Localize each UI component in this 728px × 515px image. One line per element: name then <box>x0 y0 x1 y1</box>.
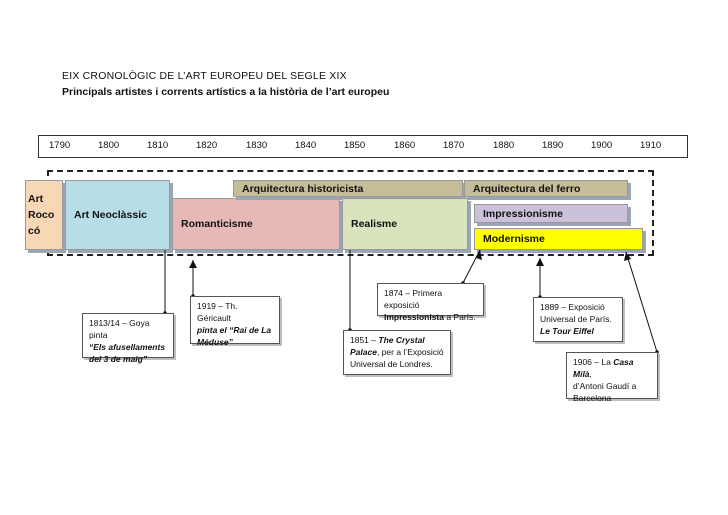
year-1790: 1790 <box>49 140 71 151</box>
diagram-subtitle: Principals artistes i corrents artístics… <box>62 86 390 98</box>
note-goya-line2: “Els afusellaments <box>89 342 166 352</box>
year-1890: 1890 <box>542 140 564 151</box>
note-mila-year: 1906 – La <box>573 357 614 367</box>
year-1820: 1820 <box>196 140 218 151</box>
note-mila-line3: Barcelona <box>573 393 612 403</box>
note-mila-comma: , <box>589 369 592 379</box>
note-goya-line3: del 3 de maig” <box>89 354 148 364</box>
note-crystal-title-2: Palace <box>350 347 377 357</box>
year-1910: 1910 <box>640 140 662 151</box>
note-gericault-line3: Méduse” <box>197 337 233 347</box>
period-neoclassic: Art Neoclàssic <box>65 180 170 250</box>
year-1880: 1880 <box>493 140 515 151</box>
period-rococo: Art Roco có <box>25 180 63 250</box>
note-gericault-line1: 1919 – Th. Géricault <box>197 301 238 323</box>
note-mila-title: Casa Milà <box>573 357 634 379</box>
note-goya: 1813/14 – Goya pinta “Els afusellaments … <box>82 313 174 364</box>
period-impressionism: Impressionisme <box>474 204 628 223</box>
year-1850: 1850 <box>344 140 366 151</box>
note-eiffel-line2: Universal de París. <box>540 314 612 324</box>
note-crystal-palace: 1851 – The Crystal Palace, per a l’Expos… <box>343 330 451 375</box>
impressionism-label: Impressionisme <box>483 207 563 220</box>
iron-architecture-label: Arquitectura del ferro <box>473 182 581 195</box>
realism-label: Realisme <box>351 218 398 230</box>
year-1800: 1800 <box>98 140 120 151</box>
note-impress-text: a París. <box>444 312 476 322</box>
note-impressionist-exhibition: 1874 – Primera exposició Impressionista … <box>377 283 484 322</box>
year-1860: 1860 <box>394 140 416 151</box>
year-1830: 1830 <box>246 140 268 151</box>
note-gericault-line2: pinta el “Rai de La <box>197 325 272 335</box>
note-goya-line1: 1813/14 – Goya pinta <box>89 318 150 340</box>
diagram-title: EIX CRONOLÒGIC DE L’ART EUROPEU DEL SEGL… <box>62 70 347 82</box>
note-eiffel: 1889 – Exposició Universal de París. Le … <box>533 297 623 342</box>
period-modernism: Modernisme <box>474 228 643 250</box>
note-casa-mila: 1906 – La Casa Milà, d’Antoni Gaudí a Ba… <box>566 352 658 403</box>
year-1900: 1900 <box>591 140 613 151</box>
neoclassic-label: Art Neoclàssic <box>74 209 147 221</box>
note-gericault: 1919 – Th. Géricault pinta el “Rai de La… <box>190 296 280 347</box>
note-crystal-line3: Universal de Londres. <box>350 359 433 369</box>
year-1870: 1870 <box>443 140 465 151</box>
note-impress-line1: 1874 – Primera exposició <box>384 288 443 310</box>
period-iron-architecture: Arquitectura del ferro <box>464 180 628 197</box>
timeline-axis <box>38 135 688 158</box>
note-mila-line2: d’Antoni Gaudí a <box>573 381 637 391</box>
note-eiffel-line1: 1889 – Exposició <box>540 302 605 312</box>
period-romanticism: Romanticisme <box>172 198 340 250</box>
historicism-label: Arquitectura historicista <box>242 182 364 195</box>
period-realism: Realisme <box>342 198 468 250</box>
note-eiffel-line3: Le Tour Eiffel <box>540 326 594 336</box>
year-1840: 1840 <box>295 140 317 151</box>
romanticism-label: Romanticisme <box>181 218 253 230</box>
note-crystal-text: , per a l’Exposició <box>376 347 444 357</box>
period-historicism: Arquitectura historicista <box>233 180 463 197</box>
note-crystal-title: The Crystal <box>378 335 425 345</box>
modernism-label: Modernisme <box>483 233 545 245</box>
rococo-label-3: có <box>28 225 41 237</box>
rococo-label-1: Art <box>28 193 44 205</box>
rococo-label-2: Roco <box>28 209 55 221</box>
note-crystal-year: 1851 – <box>350 335 379 345</box>
year-1810: 1810 <box>147 140 169 151</box>
note-impress-bold: Impressionista <box>384 312 444 322</box>
